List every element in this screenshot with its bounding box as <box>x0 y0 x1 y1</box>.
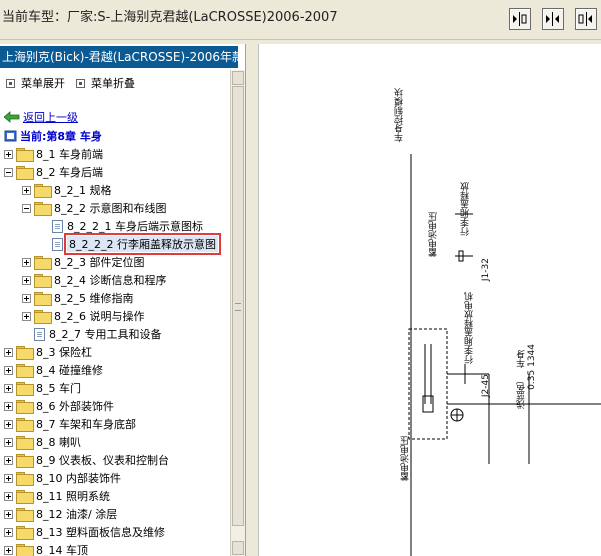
document-icon <box>34 327 45 341</box>
align-center-icon <box>546 12 559 26</box>
tree-panel: 上海别克(Bick)-君越(LaCROSSE)-2006年款 菜单展开 菜单折叠… <box>0 44 246 556</box>
tree-item[interactable]: 8_3 保险杠 <box>4 343 92 361</box>
tree-item[interactable]: 8_14 车顶 <box>4 541 88 556</box>
expand-icon[interactable] <box>22 275 31 285</box>
collapse-icon[interactable] <box>4 167 13 177</box>
tree-header: 上海别克(Bick)-君越(LaCROSSE)-2006年款 <box>0 46 238 68</box>
current-chapter: 当前:第8章 车身 <box>4 128 102 144</box>
align-left-button[interactable] <box>509 8 531 30</box>
tree-item[interactable]: 8_11 照明系统 <box>4 487 110 505</box>
book-icon <box>4 130 17 142</box>
tree-item[interactable]: 8_6 外部装饰件 <box>4 397 114 415</box>
tree-item[interactable]: 8_1 车身前端 <box>4 145 103 163</box>
wiring-diagram <box>408 154 601 556</box>
collapse-menu-button[interactable]: 菜单折叠 <box>76 76 135 90</box>
menu-square-icon <box>6 78 15 88</box>
folder-icon <box>16 454 34 468</box>
folder-icon <box>16 364 34 378</box>
align-right-icon <box>578 12 592 26</box>
folder-icon <box>34 184 52 198</box>
folder-icon <box>34 274 52 288</box>
label-trunk-motor: 行李厢盖释放电机 <box>465 292 475 364</box>
tree-item[interactable]: 8_8 喇叭 <box>4 433 81 451</box>
label-j1-32: J1-32 <box>481 258 491 282</box>
scroll-up-icon[interactable] <box>232 71 244 85</box>
menu-square-icon <box>76 78 85 88</box>
expand-icon[interactable] <box>22 185 31 195</box>
document-icon <box>52 219 63 233</box>
align-left-icon <box>513 12 527 26</box>
folder-icon <box>16 526 34 540</box>
expand-icon[interactable] <box>4 473 13 483</box>
folder-icon <box>16 544 34 556</box>
tree-item[interactable]: 8_10 内部装饰件 <box>4 469 121 487</box>
tree-item[interactable]: 8_2_7 专用工具和设备 <box>34 325 162 343</box>
tree-item[interactable]: 8_2_2 示意图和布线图 <box>22 199 167 217</box>
expand-icon[interactable] <box>4 455 13 465</box>
expand-icon[interactable] <box>4 383 13 393</box>
label-body-module: 车身控制模块 <box>395 88 405 142</box>
tree-item[interactable]: 8_5 车门 <box>4 379 81 397</box>
label-wire-spec: 0.35 1344 <box>527 344 537 390</box>
tree-item[interactable]: 8_9 仪表板、仪表和控制台 <box>4 451 169 469</box>
expand-icon[interactable] <box>22 257 31 267</box>
folder-open-icon <box>16 166 34 180</box>
tree-item[interactable]: 8_2_1 规格 <box>22 181 112 199</box>
expand-menu-button[interactable]: 菜单展开 <box>6 76 65 90</box>
expand-icon[interactable] <box>4 419 13 429</box>
tree-item[interactable]: 8_2_4 诊断信息和程序 <box>22 271 167 289</box>
expand-icon[interactable] <box>22 311 31 321</box>
label-battery-voltage-2: 蓄电池电压 <box>401 436 411 481</box>
back-arrow-icon <box>4 111 20 123</box>
expand-icon[interactable] <box>4 545 13 555</box>
tree-scrollbar[interactable] <box>230 70 245 556</box>
tree-item[interactable]: 8_13 塑料面板信息及维修 <box>4 523 165 541</box>
scroll-thumb[interactable] <box>232 86 244 526</box>
tree-item[interactable]: 8_2_3 部件定位图 <box>22 253 145 271</box>
expand-icon[interactable] <box>4 527 13 537</box>
expand-icon[interactable] <box>22 293 31 303</box>
folder-icon <box>16 490 34 504</box>
label-battery-voltage: 蓄电池电压 <box>429 212 439 257</box>
folder-open-icon <box>34 202 52 216</box>
tree-item[interactable]: 8_2_5 维修指南 <box>22 289 134 307</box>
folder-icon <box>16 418 34 432</box>
expand-icon[interactable] <box>4 491 13 501</box>
folder-icon <box>16 382 34 396</box>
expand-icon[interactable] <box>4 347 13 357</box>
folder-icon <box>34 310 52 324</box>
back-link[interactable]: 返回上一级 <box>4 109 78 125</box>
expand-icon[interactable] <box>4 365 13 375</box>
tree-item[interactable]: 8_7 车架和车身底部 <box>4 415 136 433</box>
folder-icon <box>16 346 34 360</box>
tree-item-selected[interactable]: 8_2_2_2 行李厢盖释放示意图 <box>52 233 221 255</box>
document-icon <box>52 237 63 251</box>
folder-icon <box>34 256 52 270</box>
expand-icon[interactable] <box>4 149 13 159</box>
tree-item[interactable]: 8_2_2_1 车身后端示意图标 <box>52 217 203 235</box>
folder-icon <box>16 436 34 450</box>
title-bar: 当前车型：厂家:S-上海别克君越(LaCROSSE)2006-2007 <box>0 0 601 40</box>
tree-item[interactable]: 8_2 车身后端 <box>4 163 103 181</box>
folder-icon <box>34 292 52 306</box>
expand-icon[interactable] <box>4 437 13 447</box>
tree-item[interactable]: 8_12 油漆/ 涂层 <box>4 505 117 523</box>
label-ground: 车身 <box>517 350 527 368</box>
expand-icon[interactable] <box>4 509 13 519</box>
folder-icon <box>16 148 34 162</box>
window-title: 当前车型：厂家:S-上海别克君越(LaCROSSE)2006-2007 <box>2 10 338 25</box>
folder-icon <box>16 400 34 414</box>
collapse-icon[interactable] <box>22 203 31 213</box>
align-right-button[interactable] <box>575 8 597 30</box>
expand-icon[interactable] <box>4 401 13 411</box>
align-center-button[interactable] <box>542 8 564 30</box>
tree-item[interactable]: 8_2_6 说明与操作 <box>22 307 145 325</box>
diagram-panel: 车身控制模块 行李厢盖释放 蓄电池电压 J1-32 行李厢盖释放电机 J2-45… <box>258 44 601 556</box>
folder-icon <box>16 472 34 486</box>
tree-item[interactable]: 8_4 碰撞维修 <box>4 361 103 379</box>
scroll-down-icon[interactable] <box>232 541 244 555</box>
label-trunk-release: 行李厢盖释放 <box>461 182 471 236</box>
label-j2-45: J2-45 <box>481 374 491 398</box>
folder-icon <box>16 508 34 522</box>
